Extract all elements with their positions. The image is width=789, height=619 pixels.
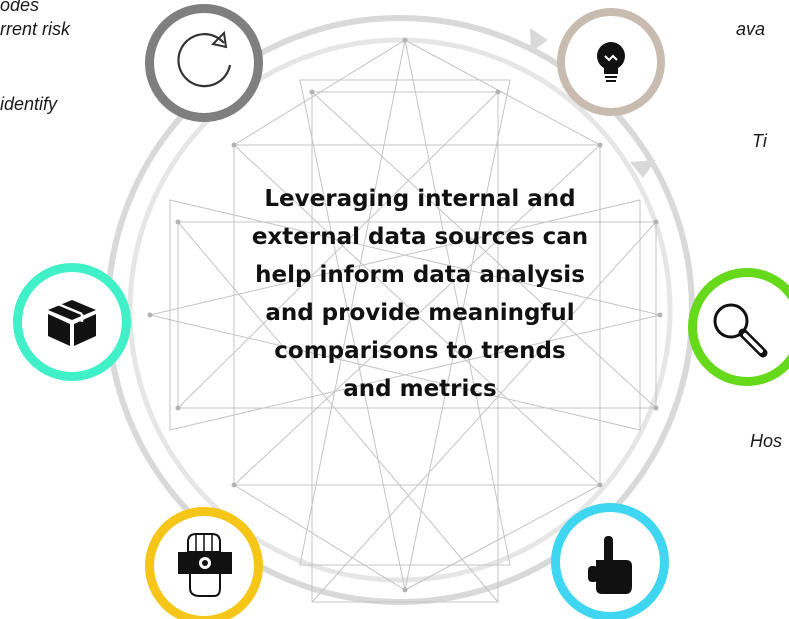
hand-money-icon (178, 533, 232, 597)
money-badge (145, 507, 263, 619)
pointer-badge (551, 503, 669, 619)
refresh-badge (145, 4, 263, 122)
center-line-1: Leveraging internal and (264, 186, 576, 212)
search-badge (688, 268, 789, 386)
lightbulb-badge (557, 8, 665, 116)
ring-arrowhead-right (630, 160, 656, 178)
geometric-mesh (149, 39, 661, 603)
side-text-top-right: ava (736, 19, 766, 39)
package-icon (48, 300, 96, 346)
ring-arrowhead-top (530, 28, 548, 52)
lightbulb-icon (597, 42, 625, 82)
side-text-top-left-1: odes (0, 0, 40, 15)
side-text-top-left-2: rrent risk (0, 19, 71, 39)
mesh-nodes (147, 37, 663, 593)
refresh-icon (177, 30, 232, 88)
center-line-2: external data sources can (251, 224, 589, 250)
center-line-4: and provide meaningful (265, 300, 575, 326)
pointing-hand-icon (588, 536, 632, 594)
center-line-5: comparisons to trends (274, 338, 566, 364)
side-text-right-1: Ti (752, 131, 767, 151)
side-text-top-left-3: identify (0, 94, 58, 114)
package-badge (13, 263, 131, 381)
side-text-right-2: Hos (750, 431, 783, 451)
magnifier-icon (713, 303, 768, 358)
center-line-3: help inform data analysis (255, 262, 585, 288)
inner-ring (127, 37, 673, 583)
center-line-6: and metrics (343, 376, 497, 402)
center-statement: Leveraging internal and external data so… (190, 180, 650, 408)
